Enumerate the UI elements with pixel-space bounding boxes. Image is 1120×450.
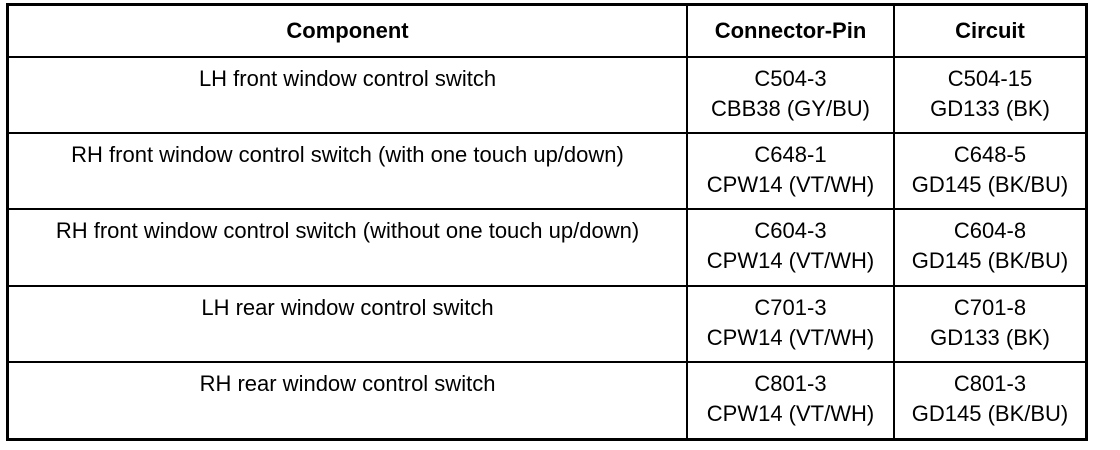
circuit-line: C701-8 [953,294,1027,320]
circuit-line: C648-5 [953,142,1027,168]
circuit-cell: C801-3 GD145 (BK/BU) [893,360,1085,438]
header-component: Component [9,6,688,58]
connector-pin-line: CPW14 (VT/WH) [706,248,875,274]
circuit-line: GD145 (BK/BU) [911,172,1069,198]
circuit-line: GD145 (BK/BU) [911,400,1069,426]
component-cell: RH front window control switch (with one… [9,132,688,211]
circuit-cell: C504-15 GD133 (BK) [893,55,1085,135]
connector-pin-line: C504-3 [754,66,827,91]
connector-pin-cell: C801-3 CPW14 (VT/WH) [686,360,895,438]
connector-pin-line: C801-3 [754,370,827,396]
pin-circuit-table-frame: Component Connector-Pin Circuit LH front… [6,3,1088,441]
circuit-cell: C648-5 GD145 (BK/BU) [893,132,1085,211]
connector-pin-cell: C604-3 CPW14 (VT/WH) [686,208,895,287]
connector-pin-line: C604-3 [754,218,827,244]
circuit-cell: C604-8 GD145 (BK/BU) [893,208,1085,287]
component-cell: RH front window control switch (without … [9,208,688,287]
table-row: RH front window control switch (without … [9,208,1085,287]
table-row: RH front window control switch (with one… [9,132,1085,211]
connector-pin-line: CPW14 (VT/WH) [706,400,875,426]
header-circuit: Circuit [893,6,1085,58]
connector-pin-line: C648-1 [754,142,827,168]
circuit-line: GD145 (BK/BU) [911,248,1069,274]
component-cell: LH front window control switch [9,55,688,135]
connector-pin-line: C701-3 [754,294,827,320]
pin-circuit-table: Component Connector-Pin Circuit LH front… [9,6,1085,438]
connector-pin-cell: C504-3 CBB38 (GY/BU) [686,55,895,135]
circuit-line: GD133 (BK) [930,96,1050,121]
circuit-line: C801-3 [953,370,1027,396]
table-header-row: Component Connector-Pin Circuit [9,6,1085,58]
component-cell: RH rear window control switch [9,360,688,438]
connector-pin-cell: C701-3 CPW14 (VT/WH) [686,284,895,363]
connector-pin-cell: C648-1 CPW14 (VT/WH) [686,132,895,211]
header-connector-pin: Connector-Pin [686,6,895,58]
circuit-line: C504-15 [947,66,1033,91]
table-row: LH rear window control switch C701-3 CPW… [9,284,1085,363]
table-row: LH front window control switch C504-3 CB… [9,55,1085,135]
connector-pin-line: CBB38 (GY/BU) [711,96,870,121]
table-row: RH rear window control switch C801-3 CPW… [9,360,1085,438]
connector-pin-line: CPW14 (VT/WH) [706,172,875,198]
circuit-cell: C701-8 GD133 (BK) [893,284,1085,363]
circuit-line: C604-8 [953,218,1027,244]
circuit-line: GD133 (BK) [930,324,1050,350]
component-cell: LH rear window control switch [9,284,688,363]
connector-pin-line: CPW14 (VT/WH) [706,324,875,350]
